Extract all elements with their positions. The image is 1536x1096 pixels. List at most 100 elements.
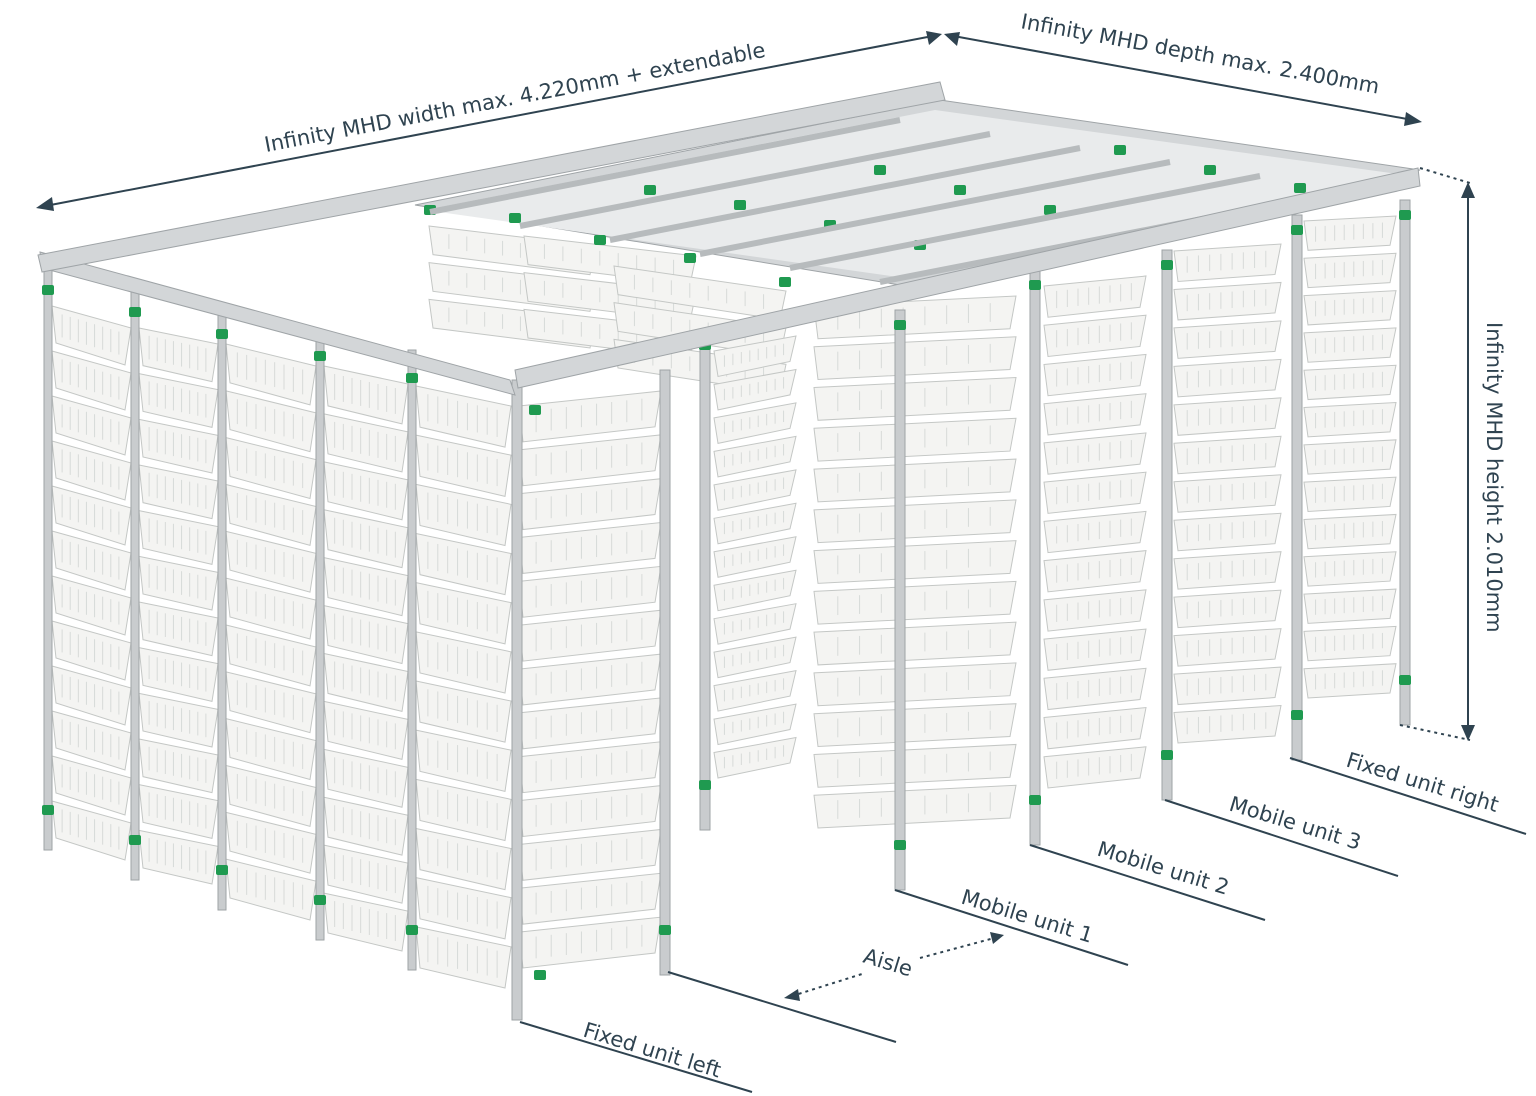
storage-bin: [1043, 275, 1147, 318]
top-grid-rail: [519, 131, 991, 229]
storage-bin: [813, 377, 1017, 421]
storage-bin: [1043, 706, 1147, 750]
mobile-top-clip: [1161, 260, 1173, 270]
mobile-unit-2-label: Mobile unit 2: [1095, 837, 1232, 900]
storage-bin: [713, 469, 797, 511]
mobile-top-clip: [894, 320, 906, 330]
storage-bin: [1043, 746, 1147, 789]
top-grid-rail: [609, 145, 1081, 243]
mobile-unit-2-face: [1043, 275, 1147, 789]
top-grid-rail: [429, 117, 901, 215]
storage-bin: [713, 402, 797, 444]
storage-bin: [1173, 551, 1282, 590]
left-bay-2: [138, 327, 219, 885]
top-grid-clip: [644, 185, 656, 195]
left-front-post-a: [511, 379, 523, 1021]
mobile-unit-3-callout: Mobile unit 3: [1164, 792, 1399, 877]
left-front-clip: [529, 405, 541, 415]
storage-bin: [813, 703, 1017, 747]
aisle-side-bay: [713, 335, 797, 779]
storage-bin: [813, 540, 1017, 584]
storage-bin: [813, 621, 1017, 666]
left-front-post-b: [659, 369, 671, 976]
top-grid-clip: [509, 213, 521, 223]
storage-bin: [1173, 666, 1282, 706]
storage-bin: [1043, 432, 1147, 475]
mobile-unit-1-face: [813, 295, 1017, 829]
left-bottom-clip: [42, 805, 54, 815]
left-bottom-clip: [216, 865, 228, 875]
mobile-bottom-clip: [1399, 675, 1411, 685]
top-grid-clip: [874, 165, 886, 175]
mobile-unit-2-callout: Mobile unit 2: [1029, 837, 1266, 921]
storage-bin: [518, 828, 662, 881]
storage-bin: [713, 502, 797, 545]
left-front-clip: [659, 925, 671, 935]
mobile-unit-1-callout: Mobile unit 1: [894, 885, 1129, 966]
top-grid-rail: [789, 173, 1261, 271]
mobile-post-5: [1291, 214, 1303, 761]
storage-bin: [1173, 358, 1282, 398]
left-front-clip: [534, 970, 546, 980]
storage-bin: [1173, 243, 1282, 282]
storage-bin: [713, 536, 797, 578]
fixed-unit-left-label: Fixed unit left: [581, 1018, 724, 1083]
left-post-4: [315, 329, 325, 941]
storage-bin: [713, 569, 797, 612]
depth-dimension: Infinity MHD depth max. 2.400mm: [944, 9, 1422, 126]
left-bottom-clip: [129, 835, 141, 845]
mobile-top-clip: [1399, 210, 1411, 220]
left-top-clip: [42, 285, 54, 295]
left-bottom-clip: [406, 925, 418, 935]
storage-bin: [1173, 474, 1282, 513]
left-bay-5: [415, 385, 512, 989]
top-grid-clip: [1114, 145, 1126, 155]
storage-bin: [1043, 314, 1147, 358]
left-bay-4: [323, 365, 409, 952]
storage-bin: [1173, 628, 1282, 667]
top-grid-clip: [1294, 183, 1306, 193]
storage-bin: [813, 499, 1017, 544]
top-grid-rail: [699, 159, 1171, 257]
storage-bin: [518, 785, 662, 838]
storage-bin: [518, 565, 662, 618]
top-grid-clip: [954, 185, 966, 195]
left-top-clip: [216, 329, 228, 339]
storage-bin: [1043, 628, 1147, 671]
mobile-post-3: [1029, 269, 1041, 846]
left-post-1: [43, 269, 53, 851]
mobile-bottom-clip: [1029, 795, 1041, 805]
mobile-unit-3-face: [1173, 243, 1282, 744]
top-rail-right: [514, 167, 1421, 389]
storage-bin: [518, 434, 662, 487]
mobile-post-4: [1161, 249, 1173, 801]
fixed-unit-left-block: [39, 251, 671, 1021]
storage-bin: [518, 478, 662, 531]
mobile-bottom-clip: [894, 840, 906, 850]
mobile-top-clip: [1029, 280, 1041, 290]
top-grid-clip: [734, 200, 746, 210]
mobile-post-6: [1399, 199, 1411, 726]
height-dimension: Infinity MHD height 2.010mm: [1399, 167, 1506, 741]
depth-label: Infinity MHD depth max. 2.400mm: [1019, 9, 1381, 98]
top-grid-clip: [594, 235, 606, 245]
storage-bin: [1043, 393, 1147, 436]
storage-bin: [813, 743, 1017, 788]
top-grid-clip: [1044, 205, 1056, 215]
storage-bin: [1043, 589, 1147, 632]
left-top-clip: [314, 351, 326, 361]
left-bottom-clip: [314, 895, 326, 905]
fixed-unit-left-callout: Fixed unit left: [519, 1018, 753, 1093]
storage-bin: [1173, 435, 1282, 475]
top-grid-clip: [779, 277, 791, 287]
storage-bin: [813, 336, 1017, 381]
storage-bin: [1043, 353, 1147, 397]
storage-bin: [813, 458, 1017, 503]
storage-bin: [1173, 281, 1282, 321]
storage-bin: [813, 580, 1017, 625]
aisle-label: Aisle: [861, 944, 916, 982]
mobile-post-1: [699, 329, 711, 831]
storage-bin: [518, 741, 662, 794]
left-front-bay: [518, 390, 662, 969]
